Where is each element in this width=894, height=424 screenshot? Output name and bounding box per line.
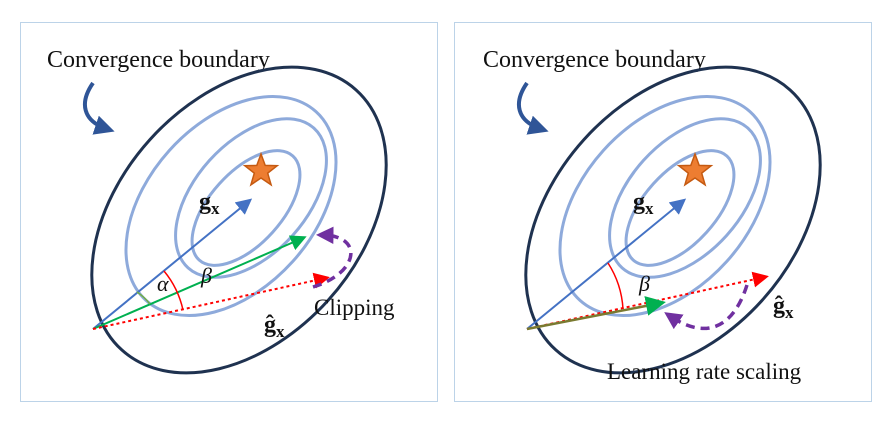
scaling-diagram: Convergence boundary gx β ĝx Learning ra… [483,47,822,384]
angle-alpha-arc [136,291,151,305]
convergence-boundary [90,65,388,375]
angle-alpha-label: α [157,271,169,296]
gradient-arrow [526,198,687,330]
panel-learning-rate-scaling: Convergence boundary gx β ĝx Learning ra… [454,22,872,402]
scaled-gradient-arrow [526,296,666,331]
estimate-label: ĝx [264,312,285,341]
pointer-arrow [83,81,115,135]
clipping-curved-arrow [312,226,353,289]
optimum-star-icon [242,151,280,187]
optimum-star-icon [676,151,714,187]
angle-beta-arc [607,262,624,310]
gradient-arrow [92,198,253,330]
method-label: Learning rate scaling [607,359,802,384]
scaling-curved-arrow [664,284,749,330]
contour-middle [608,117,762,279]
title: Convergence boundary [47,47,270,73]
method-label: Clipping [314,295,395,320]
panel-clipping: Convergence boundary gx α β ĝx Clipping [20,22,438,402]
convergence-boundary [524,65,822,375]
clipping-diagram: Convergence boundary gx α β ĝx Clipping [47,47,395,375]
angle-beta-label: β [638,271,650,296]
contour-inner [624,149,736,267]
pointer-arrow [517,81,549,135]
contour-inner [190,149,302,267]
clipped-gradient-arrow [92,235,307,330]
estimated-gradient-arrow [92,272,330,330]
angle-beta-label: β [200,263,212,288]
angle-beta-arc [163,270,184,311]
contour-outer [558,94,772,318]
title: Convergence boundary [483,47,706,73]
gradient-label: gx [633,189,654,218]
estimate-label: ĝx [773,293,794,322]
gradient-label: gx [199,189,220,218]
